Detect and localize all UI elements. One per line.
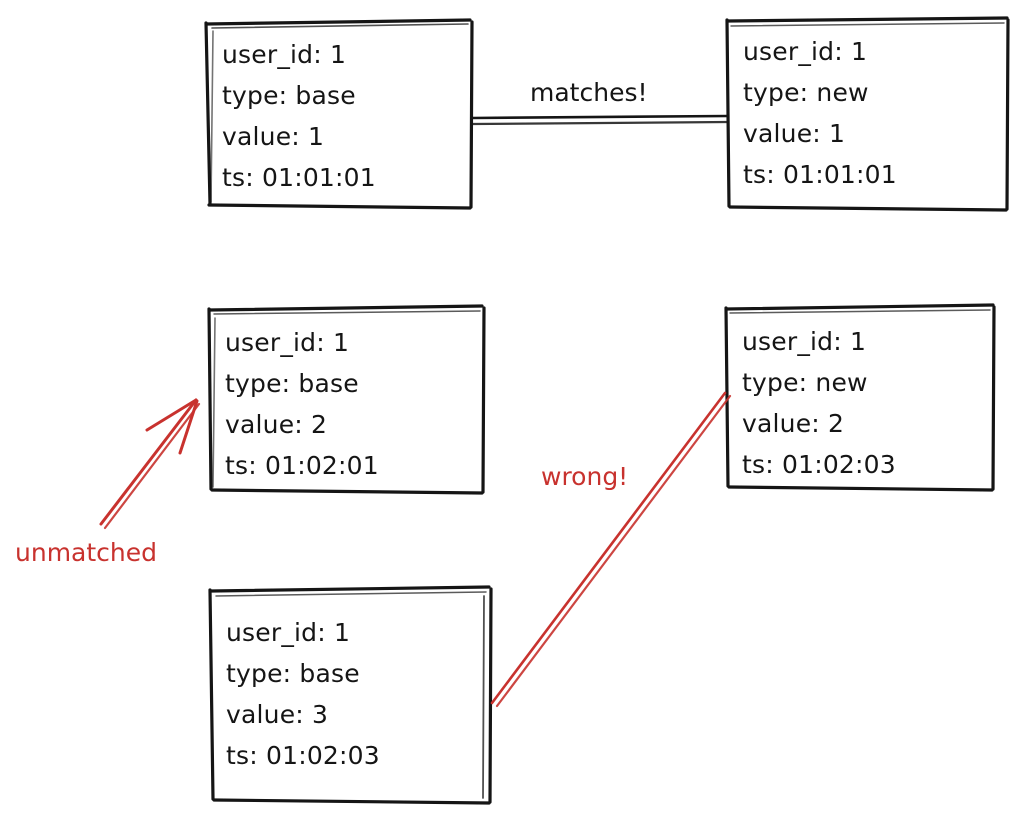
record-field-user-id: user_id: 1: [743, 37, 868, 66]
record-field-user-id: user_id: 1: [742, 327, 867, 356]
record-box-base-record-3[interactable]: user_id: 1 type: base value: 3 ts: 01:02…: [210, 587, 492, 804]
arrow-unmatched: [99, 398, 201, 530]
record-field-ts: ts: 01:02:03: [226, 741, 380, 770]
record-field-value: value: 1: [743, 119, 846, 148]
record-field-user-id: user_id: 1: [226, 618, 351, 647]
matches-label: matches!: [530, 78, 648, 107]
connector-wrong: [490, 391, 732, 708]
record-field-list: user_id: 1 type: new value: 1 ts: 01:01:…: [727, 17, 897, 195]
record-field-value: value: 2: [742, 409, 845, 438]
record-field-type: type: new: [743, 78, 869, 107]
record-field-ts: ts: 01:01:01: [222, 163, 376, 192]
record-field-type: type: new: [742, 368, 868, 397]
wrong-label: wrong!: [541, 462, 629, 491]
record-field-value: value: 1: [222, 122, 325, 151]
record-field-list: user_id: 1 type: base value: 1 ts: 01:01…: [206, 20, 376, 198]
connector-matches: [470, 114, 730, 126]
record-field-ts: ts: 01:02:01: [225, 451, 379, 480]
record-box-new-record-1[interactable]: user_id: 1 type: new value: 1 ts: 01:01:…: [727, 17, 1009, 212]
record-field-list: user_id: 1 type: new value: 2 ts: 01:02:…: [726, 305, 896, 485]
record-field-user-id: user_id: 1: [225, 328, 350, 357]
record-field-value: value: 3: [226, 700, 329, 729]
record-field-user-id: user_id: 1: [222, 40, 347, 69]
unmatched-label: unmatched: [15, 538, 158, 567]
record-box-base-record-1[interactable]: user_id: 1 type: base value: 1 ts: 01:01…: [206, 20, 474, 210]
record-field-ts: ts: 01:01:01: [743, 160, 897, 189]
record-field-type: type: base: [226, 659, 360, 688]
record-field-ts: ts: 01:02:03: [742, 450, 896, 479]
record-field-type: type: base: [225, 369, 359, 398]
record-field-list: user_id: 1 type: base value: 3 ts: 01:02…: [210, 587, 380, 776]
record-field-value: value: 2: [225, 410, 328, 439]
record-field-type: type: base: [222, 81, 356, 110]
record-box-base-record-2[interactable]: user_id: 1 type: base value: 2 ts: 01:02…: [209, 306, 485, 494]
record-field-list: user_id: 1 type: base value: 2 ts: 01:02…: [209, 306, 379, 486]
record-box-new-record-2[interactable]: user_id: 1 type: new value: 2 ts: 01:02:…: [726, 305, 995, 491]
